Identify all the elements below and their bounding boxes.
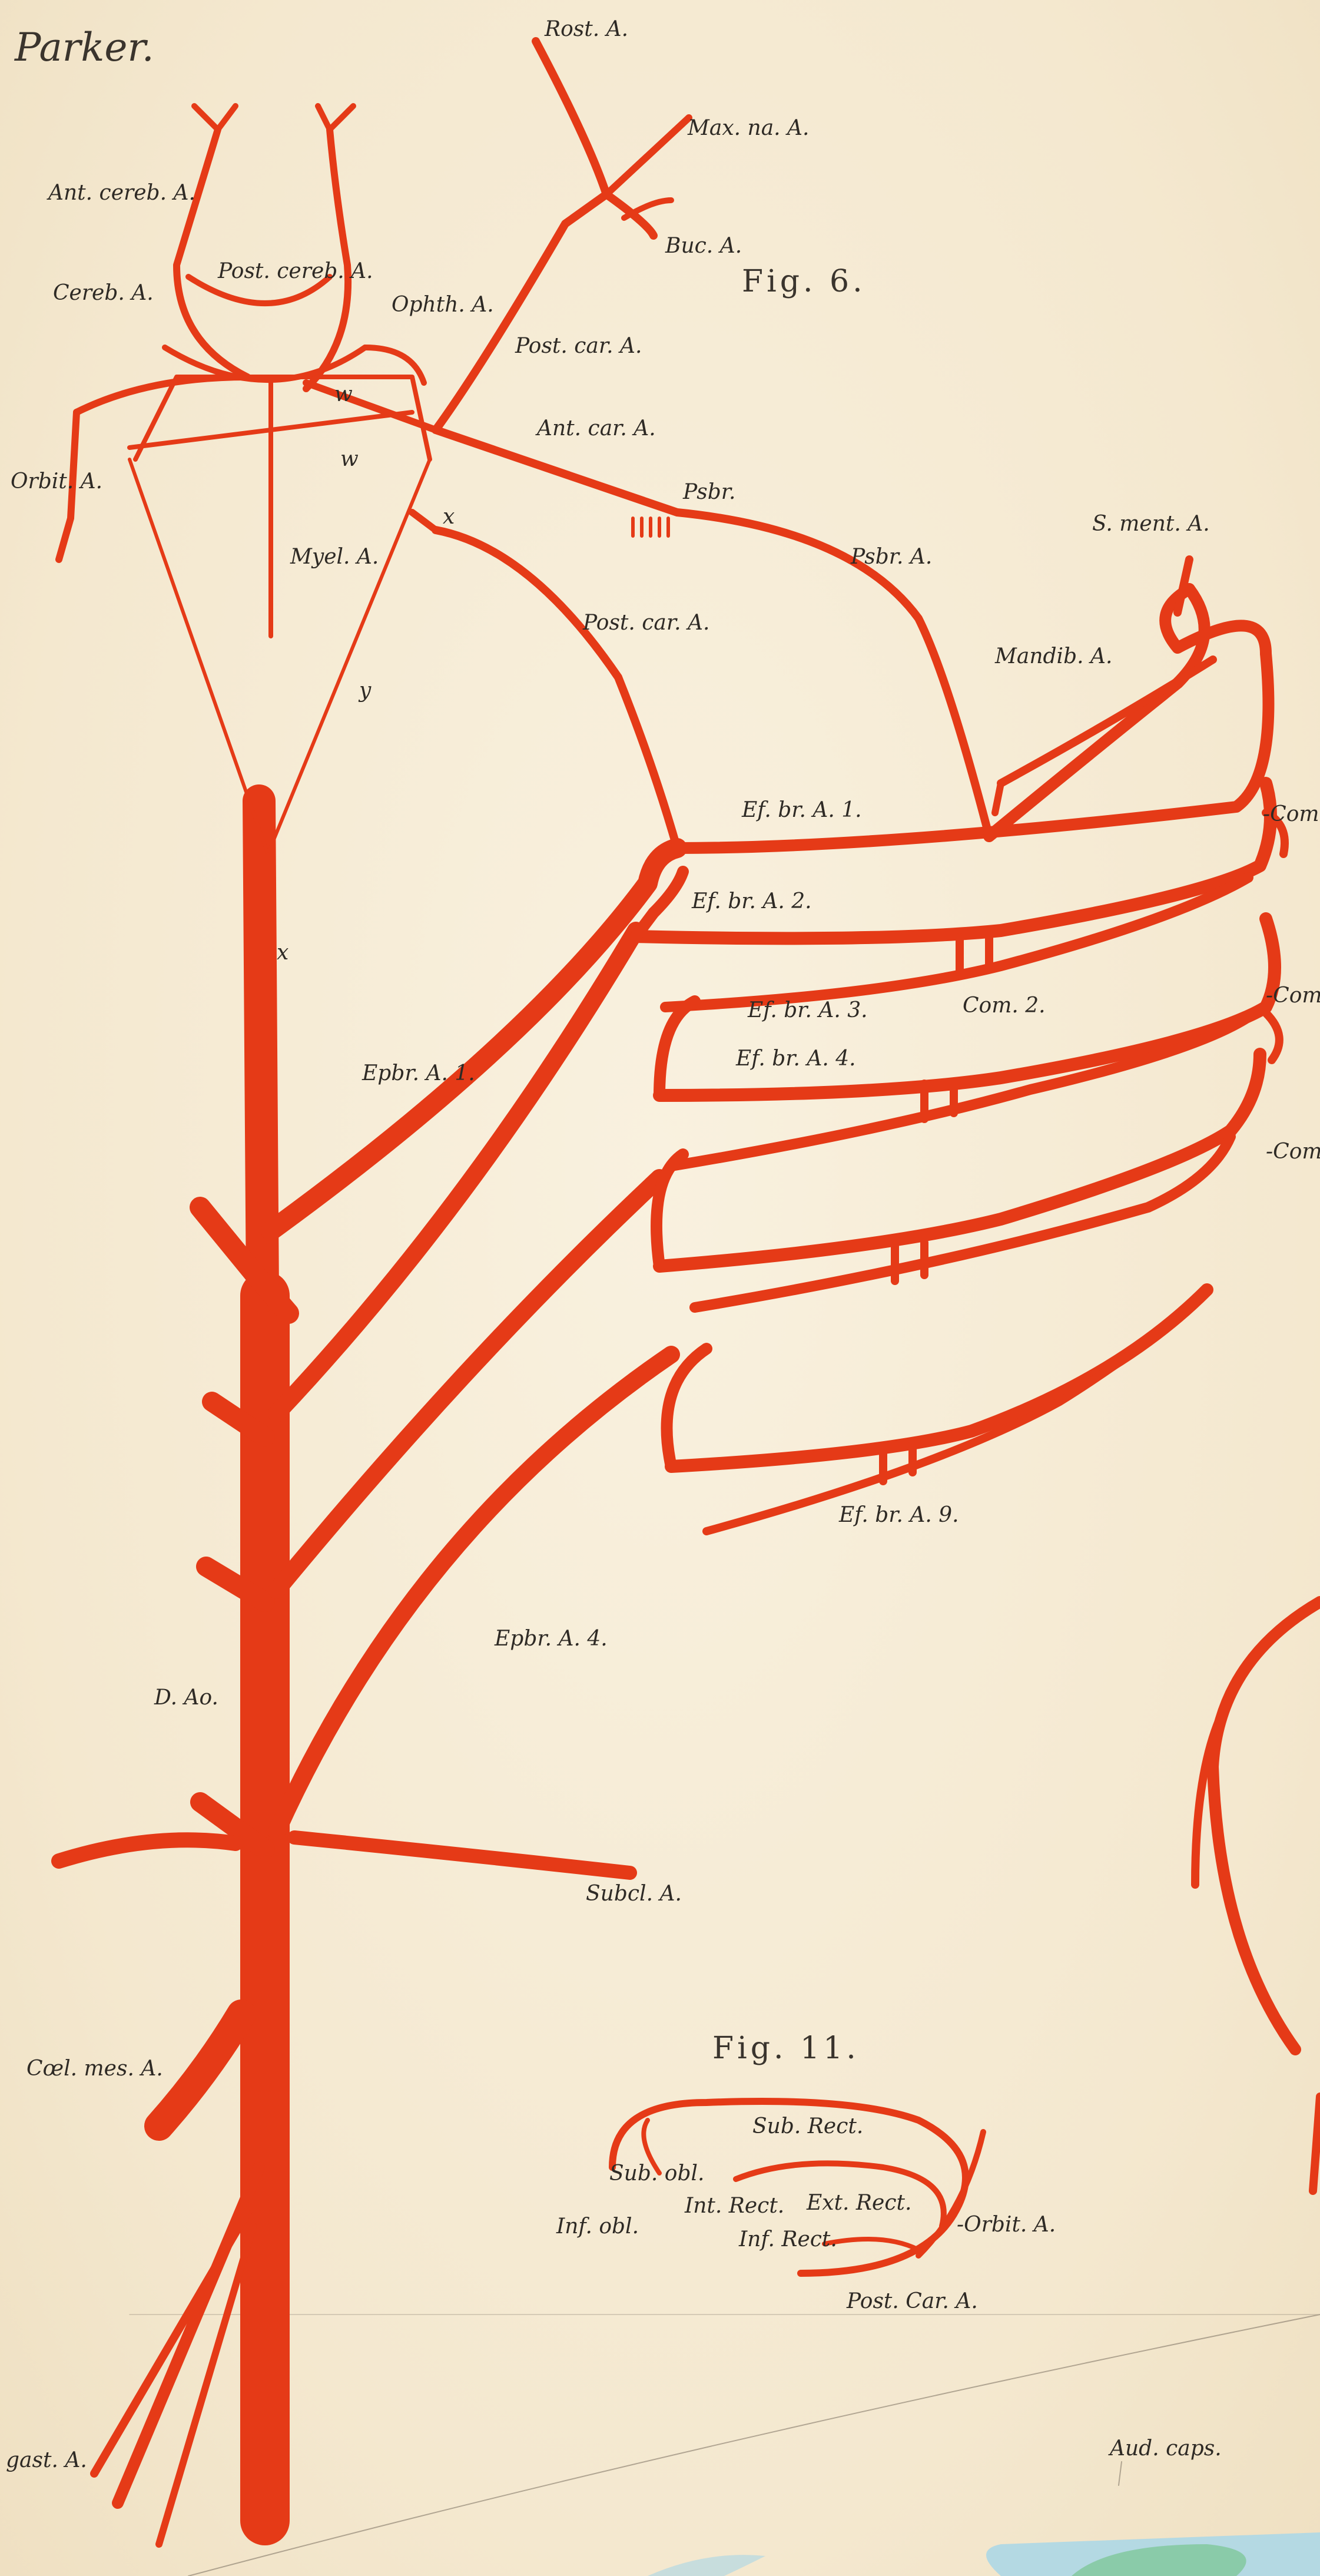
coeliac-mesenteric-artery (94, 2014, 259, 2544)
vertebral-lines (130, 459, 430, 1243)
label-posterior-cerebral-artery: Post. cereb. A. (218, 261, 373, 282)
label-efferent-branchial-artery-4: Ef. br. A. 4. (736, 1048, 856, 1070)
label-commissure-b: -Com (1266, 985, 1320, 1006)
label-pseudobranchial-artery: Psbr. A. (851, 547, 932, 568)
label-w-lower: w (340, 449, 359, 470)
subclavian-artery (59, 1837, 630, 1873)
label-epibranchial-artery-1: Epbr. A. 1. (362, 1063, 475, 1084)
label-commissure-a: -Com (1263, 804, 1319, 825)
figure-11-label: Fig. 11. (712, 2033, 860, 2064)
label-mandibular-artery: Mandib. A. (995, 646, 1112, 667)
label-buccal-artery: Buc. A. (665, 236, 742, 257)
label-coeliaco-mesenteric-artery: Cœl. mes. A. (26, 2058, 163, 2080)
label-w-upper: w (334, 384, 353, 405)
label-cerebral-artery: Cereb. A. (53, 283, 154, 304)
label-dorsal-aorta: D. Ao. (154, 1687, 218, 1708)
label-internal-rectus: Int. Rect. (685, 2196, 784, 2217)
label-orbital-artery-fig11: -Orbit. A. (957, 2214, 1056, 2236)
label-rostral-artery: Rost. A. (545, 19, 628, 40)
head-arteries (306, 41, 989, 848)
label-external-rectus: Ext. Rect. (807, 2193, 911, 2214)
label-gastric-artery: gast. A. (6, 2450, 87, 2471)
label-submental-artery: S. ment. A. (1092, 514, 1210, 535)
label-efferent-branchial-artery-9: Ef. br. A. 9. (839, 1505, 959, 1526)
label-inferior-oblique: Inf. obl. (556, 2216, 639, 2237)
label-efferent-branchial-artery-2: Ef. br. A. 2. (692, 891, 812, 912)
figure-6-label: Fig. 6. (742, 266, 866, 297)
label-efferent-branchial-artery-1: Ef. br. A. 1. (742, 800, 862, 821)
label-y: y (359, 680, 371, 701)
right-edge-arteries (1195, 1602, 1320, 2191)
label-anterior-cerebral-artery: Ant. cereb. A. (48, 183, 195, 204)
label-commissure-c: -Com (1266, 1141, 1320, 1163)
label-posterior-carotid-artery-fig11: Post. Car. A. (847, 2291, 978, 2312)
label-auditory-capsule: Aud. caps. (1110, 2438, 1222, 2459)
label-subclavian-artery: Subcl. A. (586, 1883, 682, 1905)
label-maxillonasal-artery: Max. na. A. (688, 118, 810, 139)
label-ophthalmic-artery: Ophth. A. (392, 294, 494, 316)
mandibular-artery (989, 559, 1266, 836)
label-commissure-2: Com. 2. (963, 995, 1046, 1017)
label-superior-rectus: Sub. Rect. (752, 2116, 863, 2137)
label-posterior-carotid-artery-upper: Post. car. A. (515, 336, 642, 357)
label-pseudobranch: Psbr. (683, 482, 735, 503)
author-signature: Parker. (15, 28, 154, 67)
label-epibranchial-artery-4: Epbr. A. 4. (495, 1628, 608, 1650)
label-x-upper: x (443, 506, 455, 528)
auditory-capsule (648, 2532, 1320, 2576)
label-myelonal-artery: Myel. A. (290, 547, 379, 568)
label-superior-oblique: Sub. obl. (609, 2163, 704, 2184)
label-inferior-rectus: Inf. Rect. (739, 2229, 837, 2250)
pseudobranch (633, 518, 668, 536)
label-orbital-artery: Orbit. A. (11, 471, 102, 492)
label-posterior-carotid-artery-lower: Post. car. A. (583, 612, 709, 634)
label-x-lower: x (277, 942, 288, 963)
epibranchial-arteries (271, 848, 677, 1832)
label-efferent-branchial-artery-3: Ef. br. A. 3. (748, 1000, 868, 1021)
label-anterior-carotid-artery: Ant. car. A. (537, 418, 656, 439)
